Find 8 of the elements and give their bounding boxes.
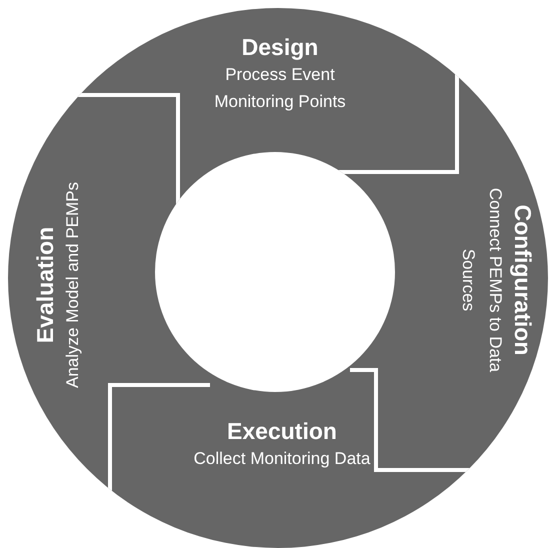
phase-description: Analyze Model and PEMPs bbox=[62, 182, 83, 388]
phase-title: Design bbox=[242, 33, 318, 61]
phase-description: Collect Monitoring Data bbox=[194, 448, 370, 470]
phase-description: Process Event Monitoring Points bbox=[213, 64, 347, 113]
phase-title: Evaluation bbox=[31, 226, 59, 344]
phase-description: Connect PEMPs to Data Sources bbox=[458, 186, 506, 374]
phase-title: Execution bbox=[227, 417, 337, 445]
phase-title: Configuration bbox=[509, 204, 537, 356]
